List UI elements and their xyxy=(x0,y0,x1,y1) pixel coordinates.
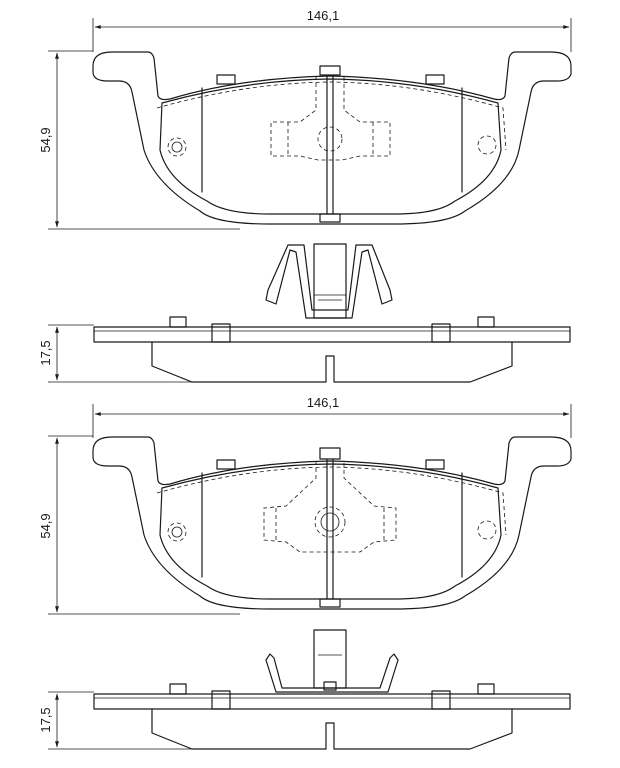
locating-hole-left xyxy=(167,137,187,157)
wear-tab-right xyxy=(425,74,445,85)
wear-tab-left-2 xyxy=(216,459,236,470)
pad-top-view-1: 146,1 54,9 xyxy=(38,8,572,230)
thickness-dimension-label: 17,5 xyxy=(38,340,53,365)
center-tab-top xyxy=(319,65,341,76)
width-dimension-label-2: 146,1 xyxy=(307,395,340,410)
height-dimension-label: 54,9 xyxy=(38,127,53,152)
backing-plate-outline xyxy=(92,51,572,225)
friction-material-outline xyxy=(159,78,502,215)
locating-hole-right xyxy=(477,135,497,155)
pad-top-view-2: 146,1 54,9 xyxy=(38,395,572,615)
wear-tab-left xyxy=(216,74,236,85)
friction-material-outline-2 xyxy=(159,463,502,600)
pad-side-view-2: 17,5 xyxy=(38,629,571,750)
center-tab-bottom-2 xyxy=(319,598,341,608)
spring-clip-2 xyxy=(265,653,399,693)
locating-hole-left-2 xyxy=(167,522,187,542)
locating-hole-right-2 xyxy=(477,520,497,540)
pad-side-view-1: 17,5 xyxy=(38,243,571,383)
height-dimension-label-2: 54,9 xyxy=(38,513,53,538)
hidden-clip-outline xyxy=(270,76,391,161)
center-tab-bottom xyxy=(319,213,341,223)
spring-clip xyxy=(265,244,393,319)
backing-plate-side-2 xyxy=(93,693,571,710)
friction-block-side-2 xyxy=(151,708,513,750)
thickness-dimension-label-2: 17,5 xyxy=(38,707,53,732)
wear-tab-right-2 xyxy=(425,459,445,470)
friction-block-side xyxy=(151,341,513,383)
backing-plate-outline-2 xyxy=(92,436,572,610)
width-dimension-label: 146,1 xyxy=(307,8,340,23)
friction-material-edge-hidden xyxy=(156,81,507,151)
friction-material-edge-hidden-2 xyxy=(156,466,507,536)
hidden-clip-outline-2 xyxy=(263,461,397,553)
backing-plate-side xyxy=(93,326,571,343)
center-tab-top-2 xyxy=(319,447,341,460)
